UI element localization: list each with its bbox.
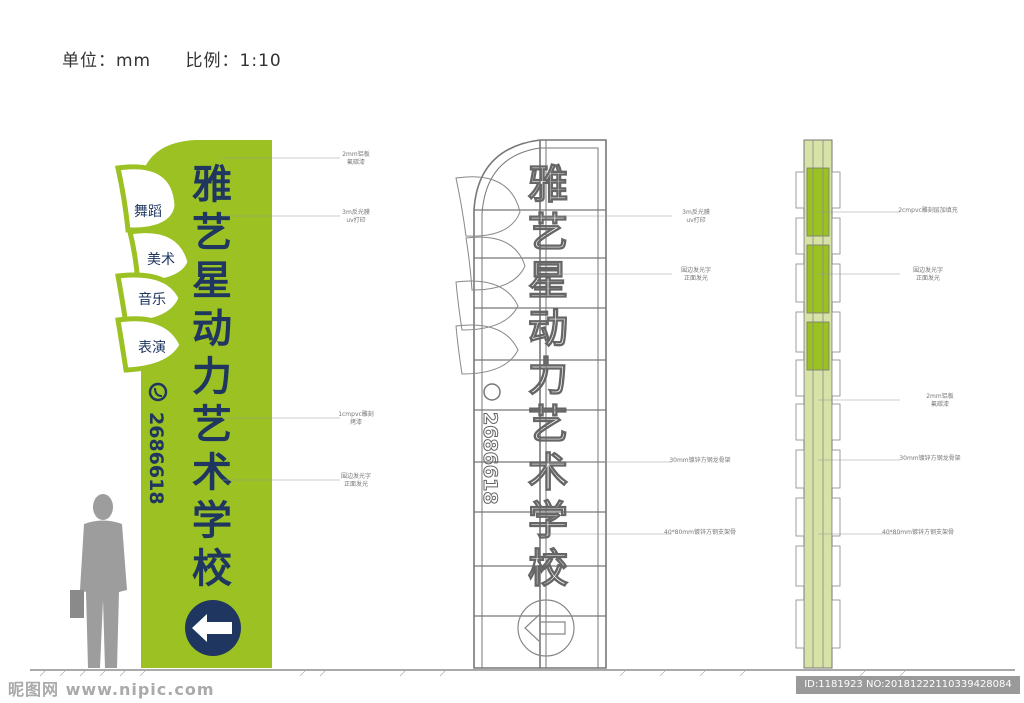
front-name-char-0: 雅 [192,162,232,208]
frame-view [455,139,607,669]
front-name-char-4: 力 [192,354,232,400]
left-arrow-icon [185,600,241,656]
leaf-label-2: 美术 [147,252,175,268]
side-letter-3 [806,321,830,371]
frame-name-char-1: 艺 [528,210,568,256]
note-front-5: 1cmpvc雕刻 [338,410,374,418]
note-frame-3: 围边发光字 [681,266,711,274]
front-name-char-8: 校 [192,546,232,592]
front-name-char-3: 动 [192,306,232,352]
frame-arrow-outline [517,599,575,657]
side-letter-2 [806,244,830,314]
note-frame-5: 30mm镀锌方钢龙骨架 [669,456,730,464]
frame-name-char-2: 星 [528,258,568,304]
leaf-1 [114,164,180,233]
drawing-header: 单位：mm 比例：1:10 [62,46,310,71]
note-frame-6: 40*80mm镀锌方钢支架骨 [664,528,736,536]
note-front-6: 烤漆 [350,418,362,426]
note-side-7: 40*80mm镀锌方钢支架骨 [882,528,954,536]
frame-crossbars [474,209,606,617]
note-front-8: 正面发光 [344,480,368,488]
annotation-texts: 2mm铝板 氟碳漆 3m反光膜 uv打印 1cmpvc雕刻 烤漆 围边发光字 正… [338,150,960,536]
note-side-6: 30mm镀锌方钢龙骨架 [899,454,960,462]
frame-phone-icon [483,383,501,401]
frame-outline [473,139,607,669]
leader-lines [222,157,900,535]
leaf-2 [126,228,193,287]
front-name-char-2: 星 [192,258,232,304]
frame-name-char-5: 艺 [528,402,568,448]
frame-name-char-6: 术 [528,450,568,496]
frame-name-char-4: 力 [528,354,568,400]
frame-name-char-8: 校 [528,546,568,592]
phone-icon [148,382,168,402]
front-name-char-7: 学 [192,498,232,544]
scale-label: 比例：1:10 [185,51,282,71]
frame-name-char-7: 学 [528,498,568,544]
ground-hatch [39,669,907,677]
front-name-char-1: 艺 [192,210,232,256]
leaf-label-3: 音乐 [138,291,166,308]
frame-name-char-0: 雅 [528,162,568,208]
watermark-left: 昵图网 www.nipic.com [8,680,215,699]
note-side-3: 正面发光 [916,274,940,282]
leaf-label-4: 表演 [138,340,166,356]
note-frame-1: 3m反光膜 [682,208,710,216]
watermark-right: ID:1181923 NO:20181222110339428084 [796,676,1020,694]
note-side-2: 围边发光字 [913,266,943,274]
unit-label: 单位：mm [62,51,152,71]
note-frame-4: 正面发光 [684,274,708,282]
phone-number: 2686618 [145,412,167,505]
person-silhouette [70,494,127,668]
frame-phone-number: 2686618 [479,412,501,505]
note-side-4: 2mm铝板 [926,392,954,400]
leaf-3 [115,272,184,327]
front-name-char-6: 术 [192,450,232,496]
side-view [795,139,841,669]
leaf-label-1: 舞蹈 [134,204,162,220]
leaf-4 [115,316,185,373]
note-front-7: 围边发光字 [341,472,371,480]
note-front-2: 氟碳漆 [347,158,365,166]
front-name-char-5: 艺 [192,402,232,448]
leaf-icons [114,164,193,373]
note-front-1: 2mm铝板 [342,150,370,158]
note-front-4: uv打印 [346,216,365,224]
note-front-3: 3m反光膜 [342,208,370,216]
side-letter-profiles [795,171,841,649]
note-side-1: 2cmpvc雕刻层加填充 [898,206,958,214]
frame-name-char-3: 动 [528,306,568,352]
note-side-5: 氟碳漆 [931,400,949,408]
side-letter-1 [806,167,830,237]
frame-leaf-outlines [455,176,526,375]
note-frame-2: uv打印 [686,216,705,224]
